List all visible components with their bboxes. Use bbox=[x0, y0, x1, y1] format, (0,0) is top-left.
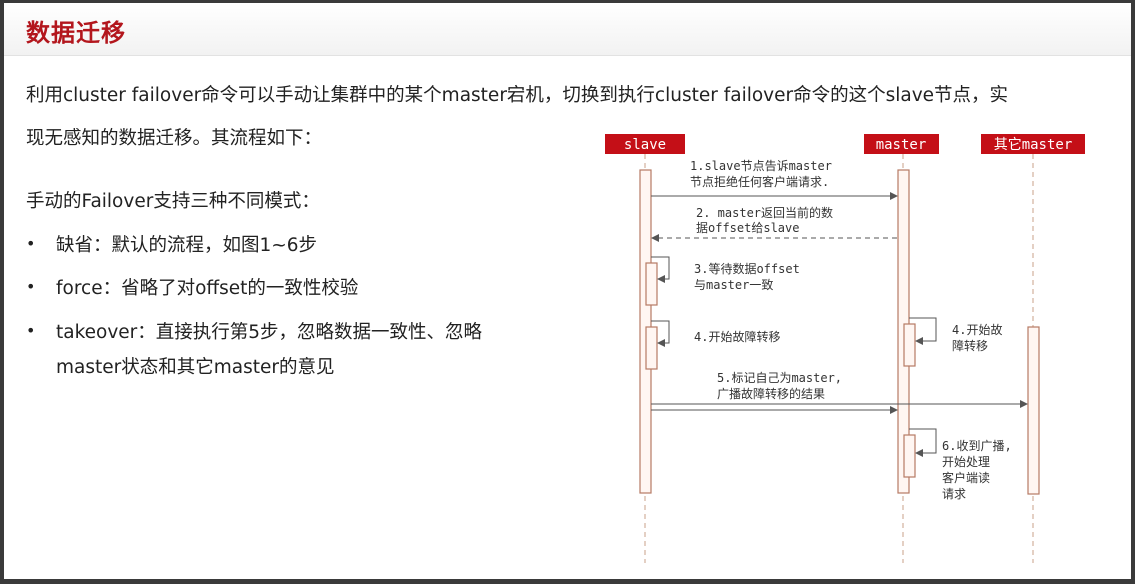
title-bar: 数据迁移 bbox=[4, 3, 1131, 56]
step-4-master-arrow bbox=[909, 317, 937, 345]
step-6-label-3: 客户端读 bbox=[942, 470, 990, 485]
other-master-activation bbox=[1027, 326, 1040, 495]
step-6-label-4: 请求 bbox=[942, 487, 966, 501]
step-1-label-2: 节点拒绝任何客户端请求. bbox=[690, 174, 829, 189]
mode-default: 缺省：默认的流程，如图1~6步 bbox=[56, 235, 318, 256]
step-6-label-2: 开始处理 bbox=[942, 455, 990, 469]
step-4-slave-arrow bbox=[651, 320, 670, 347]
step-2-label-2: 据offset给slave bbox=[696, 221, 799, 235]
step-6-arrow bbox=[909, 428, 937, 457]
step-4-master-label-1: 4.开始故 bbox=[952, 322, 1002, 337]
step-6-label-1: 6.收到广播, bbox=[942, 439, 1012, 453]
step-4-slave-activation bbox=[645, 326, 658, 370]
participant-master-label: master bbox=[876, 137, 927, 153]
bullet-icon: • bbox=[26, 277, 36, 296]
step-3-activation bbox=[645, 262, 658, 306]
intro-line-1: 利用cluster failover命令可以手动让集群中的某个master宕机，… bbox=[26, 85, 1009, 106]
mode-takeover-line-1: takeover：直接执行第5步，忽略数据一致性、忽略 bbox=[56, 322, 483, 343]
participant-slave-label: slave bbox=[624, 137, 666, 153]
mode-force: force：省略了对offset的一致性校验 bbox=[56, 278, 359, 299]
step-5-label-2: 广播故障转移的结果 bbox=[717, 386, 825, 401]
intro-line-2: 现无感知的数据迁移。其流程如下： bbox=[26, 128, 323, 149]
participant-other-master-label: 其它master bbox=[994, 136, 1073, 153]
step-4-master-activation bbox=[903, 323, 916, 367]
step-3-label-1: 3.等待数据offset bbox=[694, 261, 800, 276]
modes-heading: 手动的Failover支持三种不同模式： bbox=[26, 191, 320, 212]
step-5-label-1: 5.标记自己为master, bbox=[717, 371, 842, 385]
mode-takeover-line-2: master状态和其它master的意见 bbox=[56, 357, 335, 378]
step-3-arrow bbox=[651, 256, 670, 283]
step-3-label-2: 与master一致 bbox=[694, 278, 773, 292]
page-title: 数据迁移 bbox=[26, 19, 126, 47]
step-2-label-1: 2. master返回当前的数 bbox=[696, 205, 833, 220]
bullet-icon: • bbox=[26, 234, 36, 253]
bullet-icon: • bbox=[26, 321, 36, 340]
step-6-activation bbox=[903, 434, 916, 478]
step-1-label-1: 1.slave节点告诉master bbox=[690, 159, 832, 173]
participant-master: master bbox=[864, 134, 939, 154]
slide: 数据迁移 利用cluster failover命令可以手动让集群中的某个mast… bbox=[4, 3, 1131, 579]
step-4-slave-label: 4.开始故障转移 bbox=[694, 329, 780, 344]
step-4-master-label-2: 障转移 bbox=[952, 338, 988, 353]
participant-slave: slave bbox=[605, 134, 685, 154]
participant-other-master: 其它master bbox=[981, 134, 1085, 154]
sequence-diagram: slave master 其它master 1.slave节点告诉master … bbox=[605, 134, 1085, 563]
